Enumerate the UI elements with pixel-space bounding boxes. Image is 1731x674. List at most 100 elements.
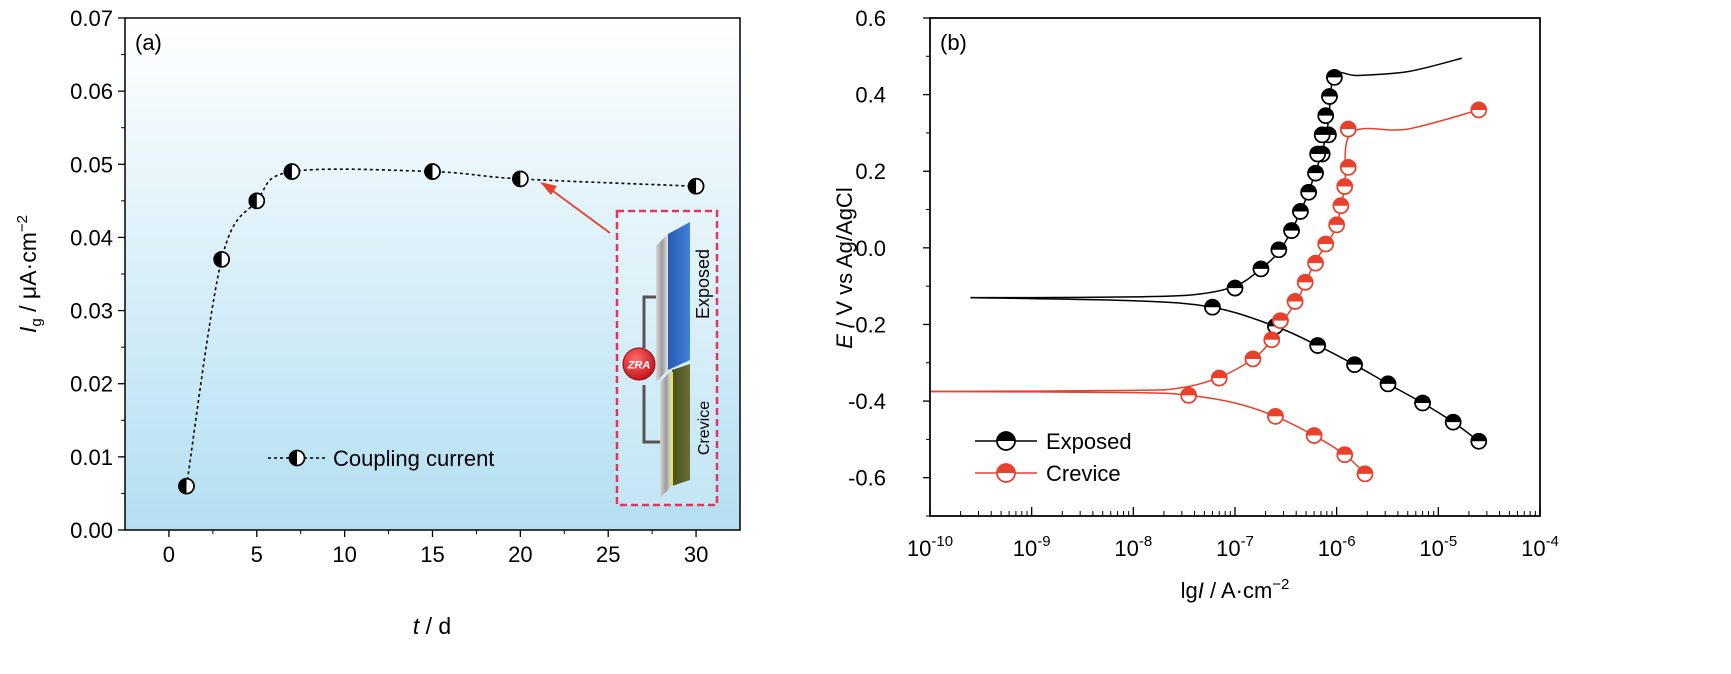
- exposed-data-point: [1283, 222, 1300, 239]
- panel-b-x-tick-label: 10-4: [1521, 533, 1559, 561]
- panel-a-y-tick-label: 0.06: [70, 79, 113, 104]
- inset-crevice-label: Crevice: [696, 401, 713, 455]
- panel-b-y-tick-label: -0.6: [848, 466, 886, 491]
- legend-exposed-marker: [996, 431, 1016, 451]
- crevice-data-point: [1296, 274, 1314, 291]
- exposed-data-point: [1379, 375, 1397, 393]
- crevice-data-point: [1332, 197, 1350, 215]
- exposed-data-point: [1326, 69, 1343, 86]
- crevice-data-point: [1356, 465, 1374, 483]
- panel-a-y-tick-label: 0.07: [70, 6, 113, 31]
- crevice-data-point: [1210, 369, 1228, 387]
- exposed-data-point: [1292, 203, 1309, 220]
- crevice-data-point: [1339, 120, 1357, 138]
- coupling-current-point: [248, 192, 266, 210]
- crevice-data-point: [1286, 293, 1304, 310]
- panel-a-x-tick-label: 20: [508, 542, 532, 567]
- panel-a-y-tick-label: 0.02: [70, 372, 113, 397]
- crevice-data-point: [1244, 350, 1262, 368]
- crevice-data-point: [1470, 101, 1488, 119]
- panel-b-x-tick-label: 10-9: [1013, 533, 1051, 561]
- panel-a-y-tick-label: 0.00: [70, 518, 113, 543]
- crevice-data-point: [1267, 408, 1284, 425]
- exposed-data-point: [1414, 394, 1431, 412]
- panel-b-y-tick-label: 0.2: [855, 159, 886, 184]
- panel-b-label: (b): [940, 30, 967, 55]
- crevice-data-point: [1339, 159, 1357, 176]
- panel-b-x-tick-label: 10-5: [1419, 533, 1457, 561]
- crevice-data-point: [1263, 331, 1281, 349]
- panel-b-x-tick-label: 10-6: [1318, 533, 1356, 561]
- panel-a-x-axis-title: t / d: [413, 613, 451, 639]
- exposed-data-point: [1444, 413, 1462, 431]
- exposed-data-point: [1252, 260, 1270, 278]
- exposed-data-point: [1317, 107, 1334, 124]
- crevice-data-point: [1307, 254, 1324, 272]
- exposed-data-point: [1309, 145, 1326, 163]
- inset-exposed-label: Exposed: [693, 249, 713, 319]
- panel-b-y-tick-label: -0.4: [848, 389, 886, 414]
- panel-a-y-tick-label: 0.05: [70, 152, 113, 177]
- coupling-current-point: [687, 177, 705, 195]
- panel-a-plot-frame: [124, 17, 741, 531]
- crevice-plate: [660, 364, 690, 498]
- legend-crevice-marker: [996, 463, 1016, 483]
- panel-b-x-tick-label: 10-10: [907, 533, 953, 561]
- panel-a-label: (a): [135, 30, 162, 55]
- panel-b-x-axis-title: lgI / A·cm−2: [1181, 576, 1290, 603]
- legend-crevice-label: Crevice: [1046, 461, 1121, 486]
- inset-schematic: ZRA Exposed Crevice: [615, 209, 719, 507]
- panel-a-x-tick-label: 15: [420, 542, 444, 567]
- exposed-plate: [656, 222, 690, 382]
- panel-a-x-tick-label: 30: [684, 542, 708, 567]
- crevice-data-point: [1305, 427, 1323, 444]
- exposed-data-point: [1307, 164, 1324, 182]
- zra-label: ZRA: [627, 360, 651, 372]
- exposed-data-point: [1309, 337, 1326, 354]
- panel-b-y-tick-label: 0.4: [855, 83, 886, 108]
- crevice-data-point: [1328, 216, 1345, 234]
- exposed-data-point: [1346, 356, 1363, 373]
- panel-a-x-tick-label: 5: [251, 542, 263, 567]
- crevice-data-point: [1180, 387, 1197, 404]
- panel-a-y-tick-label: 0.04: [70, 225, 113, 250]
- panel-a-x-tick-label: 25: [596, 542, 620, 567]
- coupling-current-point: [424, 163, 441, 180]
- panel-a-legend: Coupling current: [268, 446, 494, 471]
- panel-b-polarization-chart: 10-10 10-9 10-8 10-7 10-6 10-5 10-4 -0.6 -0.4 -0.…: [832, 6, 1559, 603]
- coupling-current-point: [213, 251, 230, 268]
- legend-exposed-label: Exposed: [1046, 429, 1132, 454]
- panel-b-y-axis-title: E / V vs Ag/AgCl: [832, 187, 857, 348]
- panel-b-y-tick-label: 0.0: [855, 236, 886, 261]
- panel-b-x-tick-label: 10-8: [1114, 533, 1152, 561]
- exposed-data-point: [1204, 298, 1221, 316]
- panel-a-x-tick-label: 10: [332, 542, 356, 567]
- coupling-current-point: [512, 170, 529, 188]
- exposed-data-point: [1226, 279, 1244, 297]
- crevice-data-point: [1336, 446, 1354, 464]
- panel-a-coupling-current-chart: 0 5 10 15 20 25 30 0.00 0.01 0.02 0.03 0.04 0.05 0.06…: [14, 6, 741, 639]
- legend-coupling-current-label: Coupling current: [333, 446, 494, 471]
- panel-a-plot-background: [125, 18, 740, 530]
- inset-arrow: [540, 182, 611, 234]
- crevice-data-point: [1317, 235, 1334, 253]
- coupling-current-point: [178, 477, 195, 495]
- panel-a-y-tick-label: 0.03: [70, 299, 113, 324]
- exposed-data-point: [1470, 432, 1488, 450]
- panel-b-y-tick-label: 0.6: [855, 6, 886, 31]
- exposed-data-point: [1321, 88, 1338, 105]
- panel-b-y-tick-label: -0.2: [848, 312, 886, 337]
- exposed-data-point: [1300, 184, 1317, 201]
- exposed-data-point: [1270, 241, 1288, 259]
- panel-a-y-axis-title: Ig / μA·cm−2: [14, 215, 45, 333]
- exposed-data-point: [1313, 126, 1331, 144]
- panel-a-y-tick-label: 0.01: [70, 445, 113, 470]
- panel-b-x-tick-label: 10-7: [1216, 533, 1254, 561]
- zra-meter-icon: [622, 347, 656, 381]
- panel-a-x-tick-label: 0: [163, 542, 175, 567]
- crevice-data-point: [1272, 312, 1289, 329]
- panel-b-plot-frame: [929, 17, 1541, 517]
- coupling-current-point: [283, 163, 301, 180]
- legend-coupling-current-marker: [288, 449, 306, 467]
